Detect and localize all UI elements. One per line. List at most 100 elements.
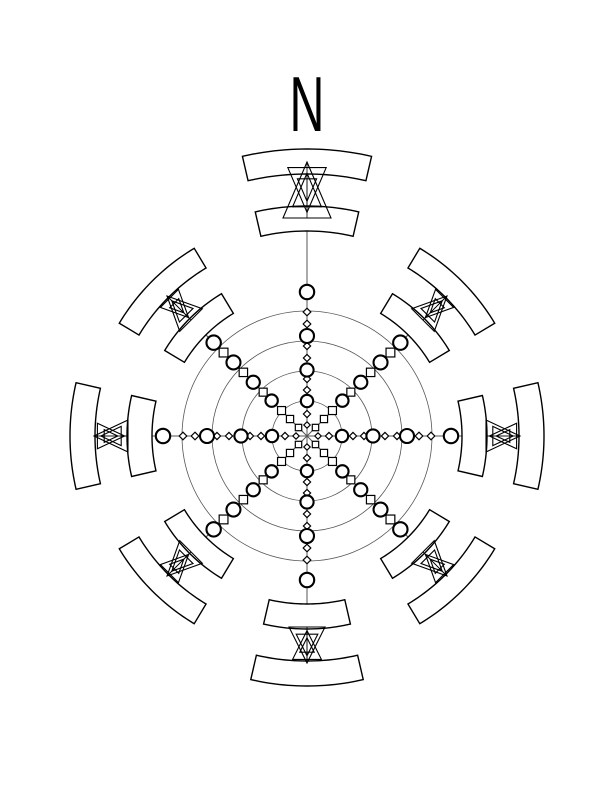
marker-circle-nw-132 [205, 334, 222, 351]
marker-circle-sw-132 [205, 521, 222, 538]
marker-circle-n-100 [298, 327, 316, 345]
marker-diamond-s-112 [302, 543, 312, 553]
arc-band-se-outer [406, 535, 496, 625]
marker-square-ne-62 [346, 387, 356, 397]
marker-diamond-e-112 [414, 431, 424, 441]
marker-diamond-s-46 [302, 477, 312, 487]
marker-square-ne-36 [327, 405, 338, 416]
marker-diamond-n-90 [302, 341, 312, 351]
marker-square-nw-36 [276, 405, 287, 416]
marker-circle-se-50 [335, 464, 350, 479]
marker-square-nw-12 [294, 423, 303, 432]
arrowhead-s [288, 626, 326, 665]
arc-band-se-inner [379, 508, 451, 580]
marker-square-ne-90 [365, 367, 376, 378]
marker-square-ne-24 [319, 414, 329, 424]
marker-diamond-e-22 [324, 431, 334, 441]
marker-square-sw-36 [276, 456, 287, 467]
marker-diamond-e-46 [348, 431, 358, 441]
arrowhead-sw [159, 539, 204, 584]
marker-diamond-n-112 [302, 319, 312, 329]
marker-square-ne-118 [385, 347, 396, 358]
arrowhead-axis [166, 295, 192, 321]
marker-circle-w-100 [198, 427, 216, 445]
spoke-markers-n [298, 283, 316, 430]
marker-square-nw-90 [238, 367, 249, 378]
marker-diamond-s-22 [302, 453, 312, 463]
marker-square-se-24 [319, 448, 329, 458]
marker-square-sw-12 [294, 440, 303, 449]
marker-diamond-w-124 [178, 431, 188, 441]
marker-diamond-s-78 [302, 509, 312, 519]
arrowhead-e [485, 419, 522, 453]
arrowhead-se [410, 539, 455, 584]
arc-band-nw-outer [118, 247, 208, 337]
arrowhead-nw [159, 288, 204, 333]
marker-circle-sw-104 [225, 501, 242, 518]
marker-circle-w-35 [264, 428, 280, 444]
spoke-markers-sw [205, 440, 303, 538]
marker-circle-e-144 [442, 427, 460, 445]
marker-circle-e-100 [398, 427, 416, 445]
arc-band-e-outer [512, 381, 545, 491]
spoke-markers-ne [311, 334, 409, 432]
arc-bands-layer [69, 148, 545, 687]
arrowhead-axis [422, 295, 448, 321]
arrowhead-n [282, 160, 332, 219]
arc-band-s-inner [262, 598, 352, 630]
marker-circle-sw-76 [245, 482, 261, 498]
arc-band-ne-outer [406, 247, 496, 337]
marker-square-nw-24 [285, 414, 295, 424]
marker-circle-nw-76 [245, 374, 261, 390]
marker-circle-nw-50 [264, 393, 279, 408]
marker-circle-w-144 [154, 427, 172, 445]
marker-circle-sw-50 [264, 464, 279, 479]
marker-diamond-n-124 [302, 307, 312, 317]
arc-band-e-inner [457, 394, 488, 478]
marker-circle-n-66 [299, 362, 315, 378]
marker-square-sw-62 [258, 475, 268, 485]
north-label: N [290, 60, 325, 148]
arrowheads-layer [92, 160, 522, 665]
marker-circle-se-104 [372, 501, 389, 518]
marker-diamond-n-78 [302, 353, 312, 363]
marker-circle-s-100 [298, 527, 316, 545]
marker-diamond-s-11 [302, 442, 312, 452]
marker-circle-n-35 [299, 393, 315, 409]
marker-diamond-w-78 [224, 431, 234, 441]
arrowhead-ne [410, 288, 455, 333]
marker-square-nw-118 [218, 347, 229, 358]
spoke-markers-w [154, 427, 301, 445]
arc-band-n-inner [254, 205, 360, 238]
arc-band-ne-inner [379, 292, 451, 364]
marker-diamond-e-11 [313, 431, 323, 441]
marker-circle-s-35 [299, 463, 315, 479]
marker-square-sw-90 [238, 494, 249, 505]
marker-square-ne-12 [311, 423, 320, 432]
marker-square-se-36 [327, 456, 338, 467]
marker-diamond-n-46 [302, 385, 312, 395]
marker-circle-se-76 [353, 482, 369, 498]
spoke-markers-layer [154, 283, 460, 589]
spoke-markers-s [298, 442, 316, 589]
arc-band-sw-outer [118, 535, 208, 625]
marker-square-se-118 [385, 514, 396, 525]
marker-circle-s-144 [298, 571, 316, 589]
marker-square-se-62 [346, 475, 356, 485]
spoke-markers-e [313, 427, 460, 445]
arc-band-nw-inner [163, 292, 235, 364]
marker-circle-e-66 [365, 428, 381, 444]
spoke-markers-nw [205, 334, 303, 432]
arc-band-w-inner [126, 394, 157, 478]
marker-diamond-w-11 [291, 431, 301, 441]
marker-diamond-w-46 [256, 431, 266, 441]
marker-square-sw-24 [285, 448, 295, 458]
arrowhead-axis [422, 551, 448, 577]
marker-circle-w-66 [233, 428, 249, 444]
marker-diamond-w-22 [280, 431, 290, 441]
marker-diamond-e-124 [426, 431, 436, 441]
marker-diamond-w-112 [190, 431, 200, 441]
arrowhead-w [92, 419, 129, 453]
